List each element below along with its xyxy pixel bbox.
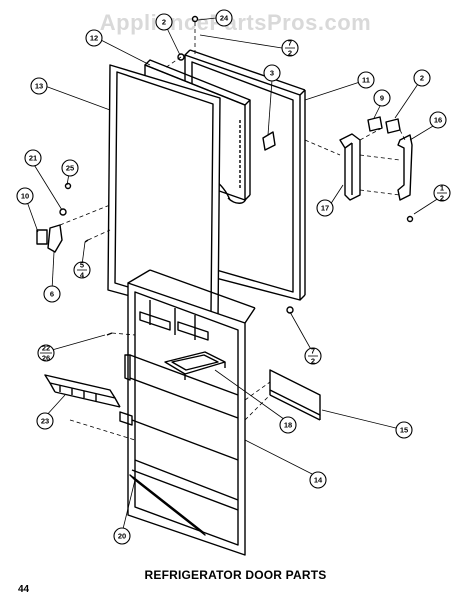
screws — [177, 15, 414, 314]
callout-18: 18 — [284, 421, 292, 430]
callout-25: 25 — [66, 164, 74, 173]
callout-6: 6 — [50, 290, 54, 299]
inner-door-liner — [119, 269, 256, 556]
callout-9: 9 — [380, 94, 384, 103]
callout-23: 23 — [41, 417, 49, 426]
callout-24: 24 — [220, 14, 229, 23]
callout-7-2b-top: 7 — [311, 347, 315, 356]
callout-3: 3 — [270, 69, 274, 78]
bottom-strip — [129, 474, 206, 536]
door-gasket — [107, 64, 221, 321]
fraction-bars — [40, 47, 447, 357]
bracket — [262, 131, 276, 151]
callout-7-2-bottom: 2 — [288, 49, 292, 58]
callout-7-2b-bottom: 2 — [311, 357, 315, 366]
callout-2: 2 — [420, 74, 424, 83]
diagram-caption: REFRIGERATOR DOOR PARTS — [144, 568, 327, 582]
callout-5-4-bottom: 4 — [80, 271, 85, 280]
callout-16: 16 — [434, 116, 442, 125]
door-handle — [397, 134, 413, 201]
plate-2 — [385, 118, 401, 134]
callout-2-top: 2 — [162, 18, 166, 27]
callout-17: 17 — [321, 204, 329, 213]
callout-12: 12 — [90, 34, 98, 43]
callout-11: 11 — [362, 76, 370, 85]
assembly-guides — [59, 22, 406, 441]
callout-7-2-top: 7 — [288, 39, 292, 48]
callout-1-2-top: 1 — [440, 184, 444, 193]
callout-15: 15 — [400, 426, 408, 435]
callout-1-2-bottom: 2 — [440, 194, 444, 203]
shelf-rail-23 — [44, 374, 121, 408]
dairy-bin — [164, 351, 226, 380]
callout-14: 14 — [314, 476, 323, 485]
hinge-bracket — [339, 133, 361, 201]
callout-22-26-bottom: 26 — [42, 354, 50, 363]
callout-10: 10 — [21, 192, 29, 201]
callout-20: 20 — [118, 532, 126, 541]
door-bar — [269, 369, 321, 421]
callout-5-4-top: 5 — [80, 261, 84, 270]
plate-9 — [367, 116, 383, 132]
callout-21: 21 — [29, 154, 37, 163]
callout-22-26-top: 22 — [42, 344, 50, 353]
watermark: AppliancePartsPros.com — [99, 10, 372, 35]
lower-hinge-parts — [36, 182, 113, 336]
page-number: 44 — [18, 584, 30, 595]
callout-13: 13 — [35, 82, 43, 91]
